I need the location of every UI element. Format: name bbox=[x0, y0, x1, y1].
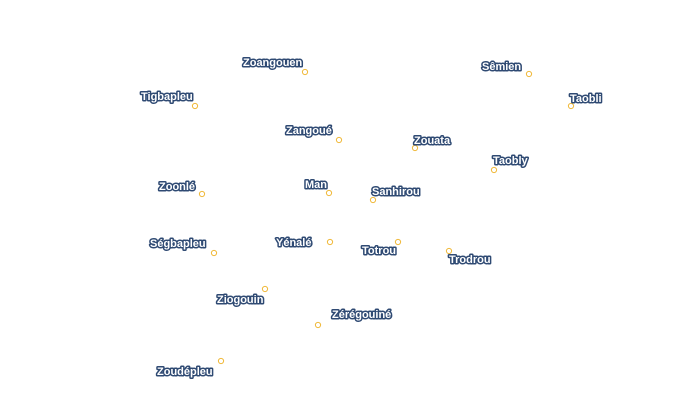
place-marker[interactable] bbox=[261, 285, 269, 293]
place-label: Zoonlé bbox=[159, 181, 195, 193]
place-marker[interactable] bbox=[394, 238, 402, 246]
place-taobly[interactable]: Taobly bbox=[490, 154, 530, 174]
place-trodrou[interactable]: Trodrou bbox=[445, 247, 492, 268]
place-zangoue[interactable]: Zangoué bbox=[285, 124, 343, 144]
place-tigbapleu[interactable]: Tigbapleu bbox=[140, 90, 199, 110]
place-label: Sêmien bbox=[482, 61, 521, 73]
place-marker[interactable] bbox=[217, 357, 225, 365]
place-yenale[interactable]: Yénalé bbox=[275, 236, 334, 251]
place-label: Yénalé bbox=[276, 237, 311, 249]
place-marker[interactable] bbox=[326, 238, 334, 246]
place-marker[interactable] bbox=[445, 247, 453, 255]
place-zoudepleu[interactable]: Zoudépleu bbox=[156, 357, 225, 380]
place-zouata[interactable]: Zouata bbox=[411, 134, 452, 152]
place-label: Tigbapleu bbox=[141, 91, 193, 103]
place-label: Sanhirou bbox=[372, 186, 420, 198]
place-zeregouine[interactable]: Zérégouiné bbox=[314, 308, 393, 329]
place-label: Zérégouiné bbox=[332, 309, 391, 321]
place-label: Zouata bbox=[414, 135, 451, 147]
place-man[interactable]: Man bbox=[304, 178, 333, 197]
place-marker[interactable] bbox=[335, 136, 343, 144]
place-marker[interactable] bbox=[191, 102, 199, 110]
place-marker[interactable] bbox=[198, 190, 206, 198]
place-marker[interactable] bbox=[411, 144, 419, 152]
place-ziogouin[interactable]: Ziogouin bbox=[216, 285, 269, 308]
place-label: Trodrou bbox=[449, 254, 491, 266]
place-zoonle[interactable]: Zoonlé bbox=[158, 180, 206, 198]
place-label: Ségbapleu bbox=[150, 238, 206, 250]
place-marker[interactable] bbox=[490, 166, 498, 174]
place-totrou[interactable]: Totrou bbox=[361, 238, 402, 259]
place-semien[interactable]: Sêmien bbox=[481, 60, 533, 78]
place-marker[interactable] bbox=[325, 189, 333, 197]
place-marker[interactable] bbox=[210, 249, 218, 257]
place-label: Zangoué bbox=[286, 125, 332, 137]
place-taobli[interactable]: Taobli bbox=[567, 92, 603, 110]
place-label: Man bbox=[305, 179, 327, 191]
place-marker[interactable] bbox=[567, 102, 575, 110]
place-zoangouen[interactable]: Zoangouen bbox=[242, 56, 309, 76]
place-label: Zoangouen bbox=[243, 57, 303, 69]
place-marker[interactable] bbox=[301, 68, 309, 76]
place-label: Ziogouin bbox=[217, 294, 264, 306]
place-marker[interactable] bbox=[314, 321, 322, 329]
place-marker[interactable] bbox=[369, 196, 377, 204]
place-marker[interactable] bbox=[525, 70, 533, 78]
place-label: Totrou bbox=[362, 245, 396, 257]
place-label: Zoudépleu bbox=[157, 366, 213, 378]
place-sanhirou[interactable]: Sanhirou bbox=[369, 185, 421, 204]
place-label: Taobly bbox=[493, 155, 529, 167]
place-segbapleu[interactable]: Ségbapleu bbox=[149, 237, 218, 257]
place-label: Taobli bbox=[570, 93, 602, 105]
